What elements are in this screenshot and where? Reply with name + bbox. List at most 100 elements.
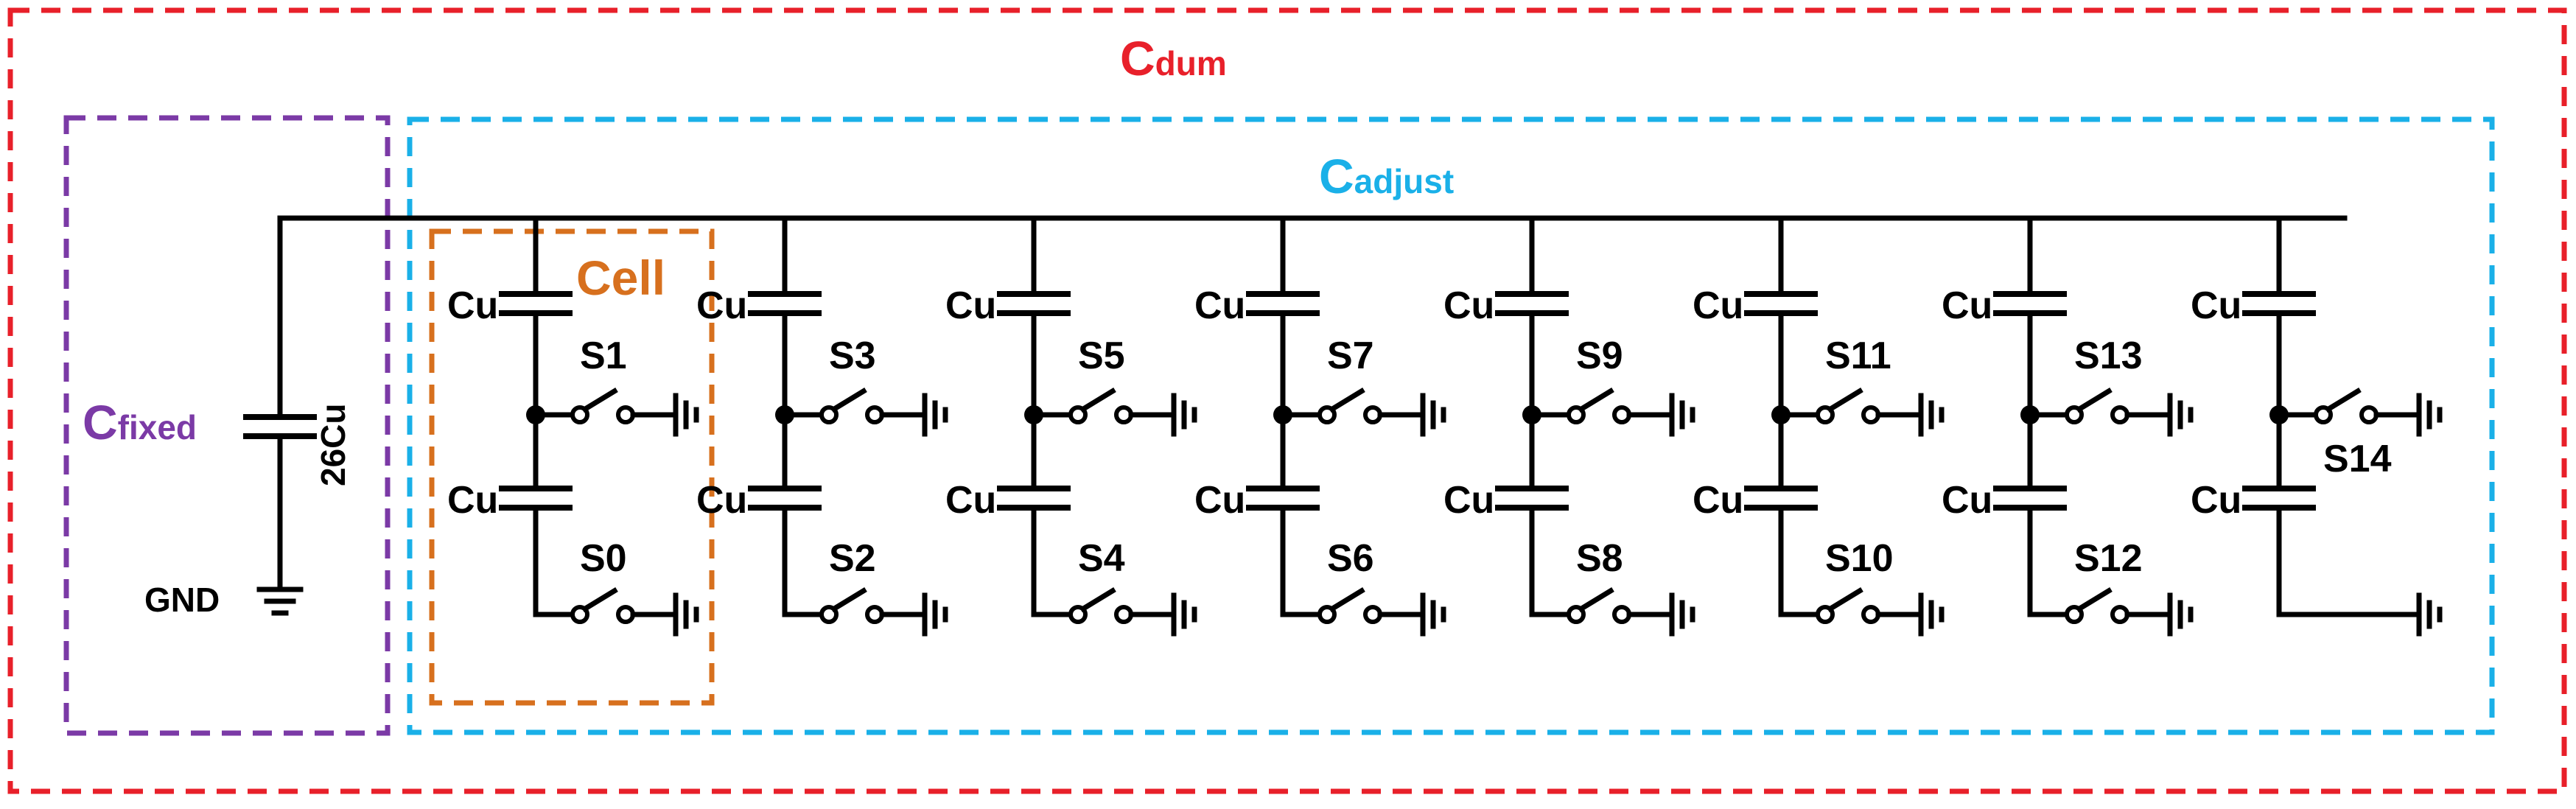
bottom-switch-label: S8 xyxy=(1576,537,1623,580)
ground-symbol xyxy=(922,393,948,437)
top-switch xyxy=(1778,388,1924,424)
switch-blade xyxy=(2325,388,2362,413)
switch-blade xyxy=(2076,388,2113,413)
bottom-switch-label: S6 xyxy=(1327,537,1374,580)
top-switch-label: S1 xyxy=(580,335,627,377)
cfixed-label-main: C xyxy=(83,395,118,449)
switch-blade xyxy=(830,587,867,612)
bottom-switch xyxy=(1031,587,1177,624)
bottom-switch xyxy=(782,587,928,624)
bottom-switch xyxy=(1778,587,1924,624)
bottom-switch xyxy=(1280,587,1426,624)
top-switch xyxy=(1280,388,1426,424)
bottom-capacitor-label: Cu xyxy=(2191,479,2241,522)
ground-symbol xyxy=(1918,592,1945,637)
bottom-switch xyxy=(1529,587,1675,624)
ground-symbol xyxy=(2416,393,2443,437)
cfixed-label-sub: fixed xyxy=(118,408,197,446)
top-switch xyxy=(2027,388,2173,424)
cdum-label: Cdum xyxy=(1120,31,1227,85)
top-capacitor-label: Cu xyxy=(1443,284,1494,327)
top-switch-label: S14 xyxy=(2323,438,2392,480)
switch-blade xyxy=(830,388,867,413)
ground-symbol xyxy=(1669,393,1695,437)
top-switch xyxy=(782,388,928,424)
bottom-switch-label: S12 xyxy=(2074,537,2143,580)
gnd-label: GND xyxy=(144,581,220,619)
switch-blade xyxy=(1827,587,1863,612)
top-switch-label: S9 xyxy=(1576,335,1623,377)
cadjust-label: Cadjust xyxy=(1319,149,1454,203)
cell-region-box xyxy=(429,228,715,706)
top-switch-label: S13 xyxy=(2074,335,2143,377)
bottom-capacitor-label: Cu xyxy=(1942,479,1992,522)
bottom-switch-label: S2 xyxy=(829,537,876,580)
top-switch-label: S11 xyxy=(1825,335,1891,377)
top-switch xyxy=(1529,388,1675,424)
ground-symbol xyxy=(1420,592,1446,637)
top-capacitor-label: Cu xyxy=(447,284,498,327)
cell-label: Cell xyxy=(576,251,665,305)
top-capacitor-label: Cu xyxy=(945,284,996,327)
ground-symbol xyxy=(1171,592,1197,637)
ground-symbol xyxy=(673,393,699,437)
ground-symbol xyxy=(922,592,948,637)
bottom-capacitor-label: Cu xyxy=(1194,479,1245,522)
ground-symbol xyxy=(673,592,699,637)
cdum-region-box xyxy=(7,7,2567,794)
switch-blade xyxy=(1329,388,1365,413)
cfixed-region-box xyxy=(63,115,391,736)
top-switch xyxy=(533,388,679,424)
cdum-label-main: C xyxy=(1120,31,1155,85)
top-capacitor-label: Cu xyxy=(2191,284,2241,327)
top-capacitor-label: Cu xyxy=(1693,284,1743,327)
bottom-switch-label: S0 xyxy=(580,537,627,580)
bottom-capacitor-label: Cu xyxy=(1693,479,1743,522)
cadjust-label-main: C xyxy=(1319,149,1354,203)
switch-blade xyxy=(1329,587,1365,612)
switch-blade xyxy=(581,388,618,413)
cadjust-label-sub: adjust xyxy=(1354,162,1454,200)
top-switch xyxy=(1031,388,1177,424)
bottom-capacitor-label: Cu xyxy=(1443,479,1494,522)
cfixed-label: Cfixed xyxy=(83,395,197,449)
fixed-capacitor xyxy=(243,215,317,616)
bottom-capacitor-label: Cu xyxy=(447,479,498,522)
ground-symbol xyxy=(2167,393,2194,437)
bottom-switch xyxy=(533,587,679,624)
switch-blade xyxy=(581,587,618,612)
cdum-label-sub: dum xyxy=(1155,44,1227,83)
bottom-switch xyxy=(2027,587,2173,624)
ground-symbol xyxy=(1420,393,1446,437)
top-capacitor-label: Cu xyxy=(1194,284,1245,327)
switch-blade xyxy=(1827,388,1863,413)
fixed-capacitor-value: 26Cu xyxy=(314,404,352,486)
ground-symbol xyxy=(2416,592,2443,637)
top-switch-label: S7 xyxy=(1327,335,1374,377)
switch-blade xyxy=(1578,587,1614,612)
ground-symbol xyxy=(1669,592,1695,637)
switch-blade xyxy=(1079,587,1116,612)
bottom-switch-label: S4 xyxy=(1078,537,1125,580)
switch-blade xyxy=(1079,388,1116,413)
switch-blade xyxy=(2076,587,2113,612)
top-switch xyxy=(2276,388,2422,424)
top-capacitor-label: Cu xyxy=(1942,284,1992,327)
top-switch-label: S5 xyxy=(1078,335,1125,377)
capacitor-columns: CuCuS1S0CuCuS3S2CuCuS5S4CuCuS7S6CuCuS9S8… xyxy=(447,215,2443,637)
bottom-capacitor-label: Cu xyxy=(696,479,747,522)
switch-blade xyxy=(1578,388,1614,413)
top-capacitor-label: Cu xyxy=(696,284,747,327)
ground-symbol xyxy=(1171,393,1197,437)
cadjust-region-box xyxy=(407,116,2495,735)
bottom-capacitor-label: Cu xyxy=(945,479,996,522)
